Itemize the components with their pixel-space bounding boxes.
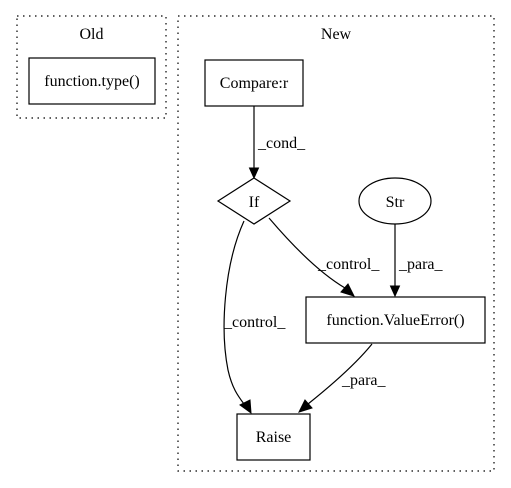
node-value-error-label: function.ValueError() xyxy=(326,312,464,329)
cluster-new-label: New xyxy=(321,26,352,43)
node-str: Str xyxy=(358,177,432,225)
cluster-old: Old xyxy=(16,15,167,119)
edge-if-to-raise xyxy=(223,220,245,405)
edge-label-para-raise: _para_ xyxy=(341,372,387,389)
arrowhead-if-to-value-error xyxy=(340,283,355,297)
node-compare-label: Compare:r xyxy=(220,75,289,92)
cluster-old-label: Old xyxy=(80,26,104,43)
node-value-error: function.ValueError() xyxy=(305,296,486,344)
arrowhead-if-to-raise xyxy=(239,399,252,415)
edge-label-control-raise: _control_ xyxy=(223,314,286,331)
node-str-label: Str xyxy=(386,194,405,211)
node-type-call: function.type() xyxy=(28,57,156,105)
arrowhead-value-error-to-raise xyxy=(298,399,313,413)
edge-if-to-value-error xyxy=(268,217,346,289)
arrowhead-str-to-value-error xyxy=(389,285,401,298)
arrowhead-compare-to-if xyxy=(248,167,260,180)
node-raise-label: Raise xyxy=(256,429,292,446)
edge-label-control-value-error: _control_ xyxy=(317,256,380,273)
node-if-label: If xyxy=(249,194,260,211)
edges: _cond_ _control_ _para_ _control_ _para_ xyxy=(223,106,444,415)
node-type-call-label: function.type() xyxy=(44,73,140,90)
edge-label-para-str: _para_ xyxy=(398,256,444,273)
node-if: If xyxy=(216,177,292,225)
edge-value-error-to-raise xyxy=(307,343,373,405)
cluster-new: New xyxy=(177,15,495,472)
edge-label-cond: _cond_ xyxy=(257,135,306,152)
node-compare: Compare:r xyxy=(204,59,304,107)
node-raise: Raise xyxy=(236,413,311,461)
